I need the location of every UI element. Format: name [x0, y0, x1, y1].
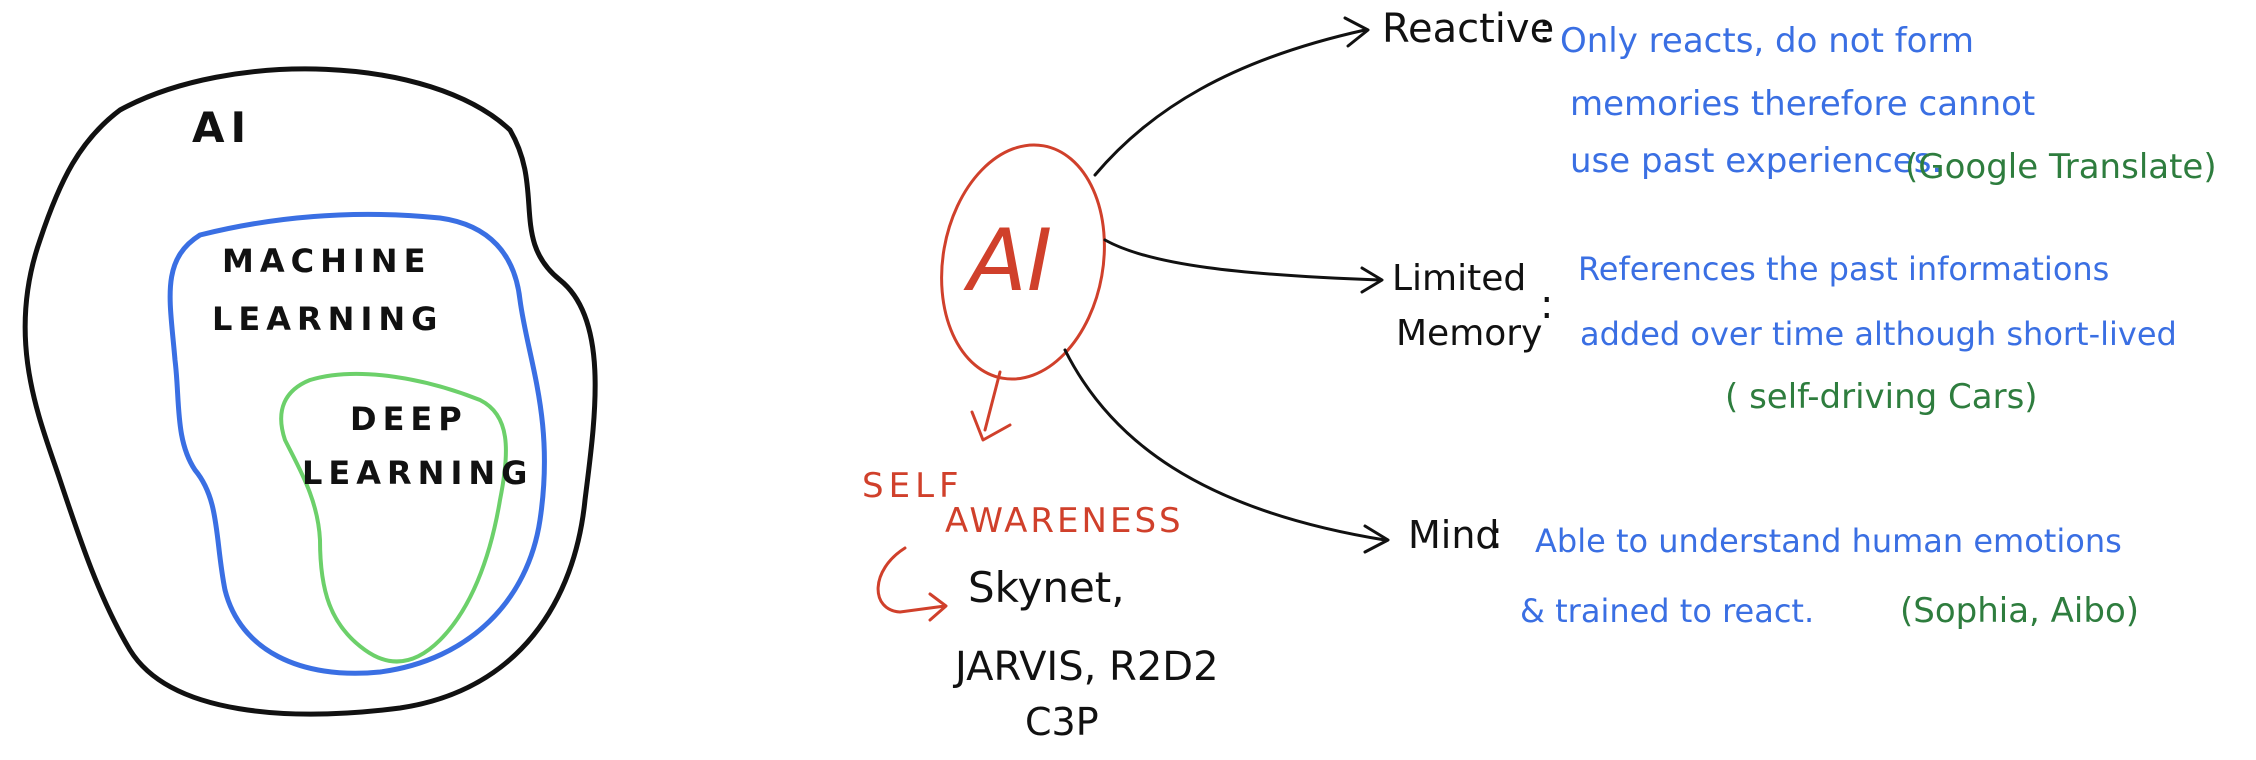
limited-memory-example: ( self-driving Cars)	[1725, 377, 2038, 417]
self-awareness-examples-line3: C3P	[1025, 700, 1099, 744]
self-awareness-label-line2: AWARENESS	[945, 501, 1184, 541]
self-awareness-examples-line2: JARVIS, R2D2	[952, 644, 1219, 690]
machine-learning-label-line1: MACHINE	[222, 242, 431, 280]
limited-memory-colon: :	[1540, 282, 1553, 328]
deep-learning-label-line2: LEARNING	[302, 454, 533, 492]
arrow-to-reactive-head	[1343, 16, 1370, 48]
machine-learning-label-line2: LEARNING	[212, 300, 443, 338]
limited-memory-desc-line2: added over time although short-lived	[1580, 315, 2177, 353]
mind-example: (Sophia, Aibo)	[1900, 591, 2139, 631]
reactive-example: (Google Translate)	[1905, 147, 2217, 187]
reactive-title: Reactive	[1382, 6, 1554, 52]
type-mind: Mind : Able to understand human emotions…	[1408, 513, 2139, 631]
self-awareness-arrow-head	[970, 410, 1012, 442]
self-awareness-arrow-shaft	[983, 370, 1002, 432]
ai-hub-ellipse	[940, 143, 1106, 381]
ai-outer-blob	[22, 66, 598, 717]
self-awareness-examples-line1: Skynet,	[968, 563, 1125, 612]
reactive-desc-line3: use past experiences.	[1570, 141, 1942, 181]
hub-arrows	[1063, 16, 1390, 554]
limited-memory-title-line1: Limited	[1392, 258, 1526, 299]
ai-hub: AI	[940, 143, 1106, 381]
mind-desc-line2: & trained to react.	[1520, 592, 1814, 630]
deep-learning-blob	[279, 371, 508, 664]
self-awareness-arrow	[970, 370, 1012, 442]
arrow-to-mind-head	[1363, 524, 1390, 554]
type-reactive: Reactive : Only reacts, do not form memo…	[1382, 6, 2217, 187]
arrow-to-limited-memory-head	[1360, 266, 1384, 294]
self-awareness-block: SELF AWARENESS Skynet, JARVIS, R2D2 C3P	[862, 466, 1219, 744]
curved-arrow-icon	[876, 546, 948, 622]
deep-learning-label-line1: DEEP	[350, 400, 468, 438]
type-limited-memory: Limited Memory : References the past inf…	[1392, 250, 2177, 417]
arrow-to-limited-memory	[1103, 238, 1382, 282]
outer-ai-label: AI	[192, 103, 252, 152]
self-awareness-label-line1: SELF	[862, 466, 964, 506]
mind-title: Mind	[1408, 513, 1500, 557]
reactive-desc-line1: Only reacts, do not form	[1560, 21, 1974, 61]
reactive-desc-line2: memories therefore cannot	[1570, 84, 2035, 124]
ai-hub-label: AI	[963, 211, 1052, 311]
mind-desc-line1: Able to understand human emotions	[1535, 522, 2122, 560]
ai-nesting-venn: AI MACHINE LEARNING DEEP LEARNING	[22, 66, 598, 717]
arrow-to-reactive	[1093, 28, 1367, 177]
limited-memory-title-line2: Memory	[1396, 313, 1542, 354]
reactive-colon: :	[1538, 6, 1551, 52]
machine-learning-blob	[167, 211, 547, 676]
limited-memory-desc-line1: References the past informations	[1578, 250, 2109, 288]
mind-colon: :	[1490, 513, 1503, 557]
arrow-to-mind	[1063, 348, 1387, 542]
